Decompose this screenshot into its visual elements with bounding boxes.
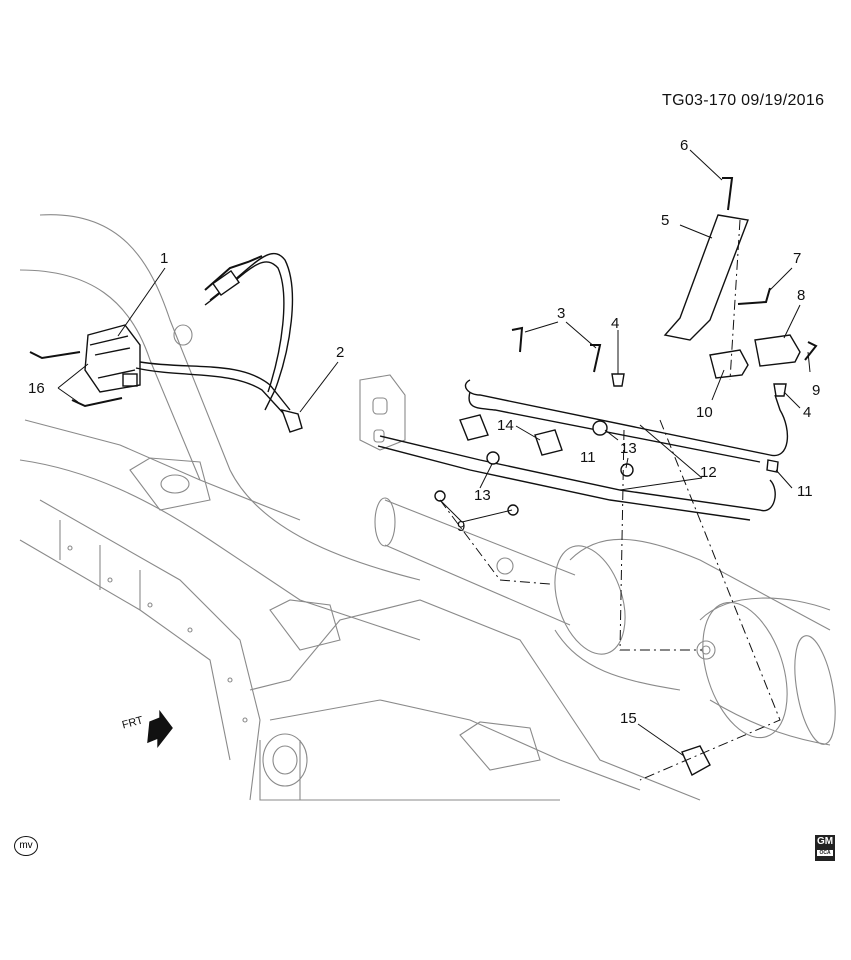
callout-13-left: 13 — [474, 487, 491, 504]
callout-4-upper: 4 — [611, 315, 620, 332]
callout-9-right: 9 — [812, 382, 821, 399]
gm-logo: GM OCA — [815, 835, 835, 861]
control-module — [84, 324, 141, 393]
callout-15: 15 — [620, 710, 637, 727]
callout-6: 6 — [680, 137, 689, 154]
callout-12: 12 — [700, 464, 717, 481]
callout-11-left: 11 — [580, 449, 596, 466]
callout-16: 16 — [28, 380, 45, 397]
drawing-reference-id: TG03-170 09/19/2016 — [662, 92, 825, 109]
component-drawings — [29, 177, 818, 776]
callout-11-right: 11 — [797, 483, 813, 500]
gm-logo-text: GM — [816, 836, 834, 847]
callout-7: 7 — [793, 250, 802, 267]
callout-8: 8 — [797, 287, 806, 304]
callout-3: 3 — [557, 305, 566, 322]
gm-logo-subtext: OCA — [817, 850, 833, 856]
callout-9-lower: 9 — [457, 518, 466, 535]
callout-13-right: 13 — [620, 440, 637, 457]
callout-14: 14 — [497, 417, 514, 434]
callout-10: 10 — [696, 404, 713, 421]
callout-5: 5 — [661, 212, 670, 229]
callout-1: 1 — [160, 250, 169, 267]
callout-2: 2 — [336, 344, 345, 361]
mv-badge: mv — [14, 836, 38, 856]
vehicle-frame-background — [19, 214, 836, 801]
callout-4-right: 4 — [803, 404, 812, 421]
leader-lines — [57, 149, 811, 781]
